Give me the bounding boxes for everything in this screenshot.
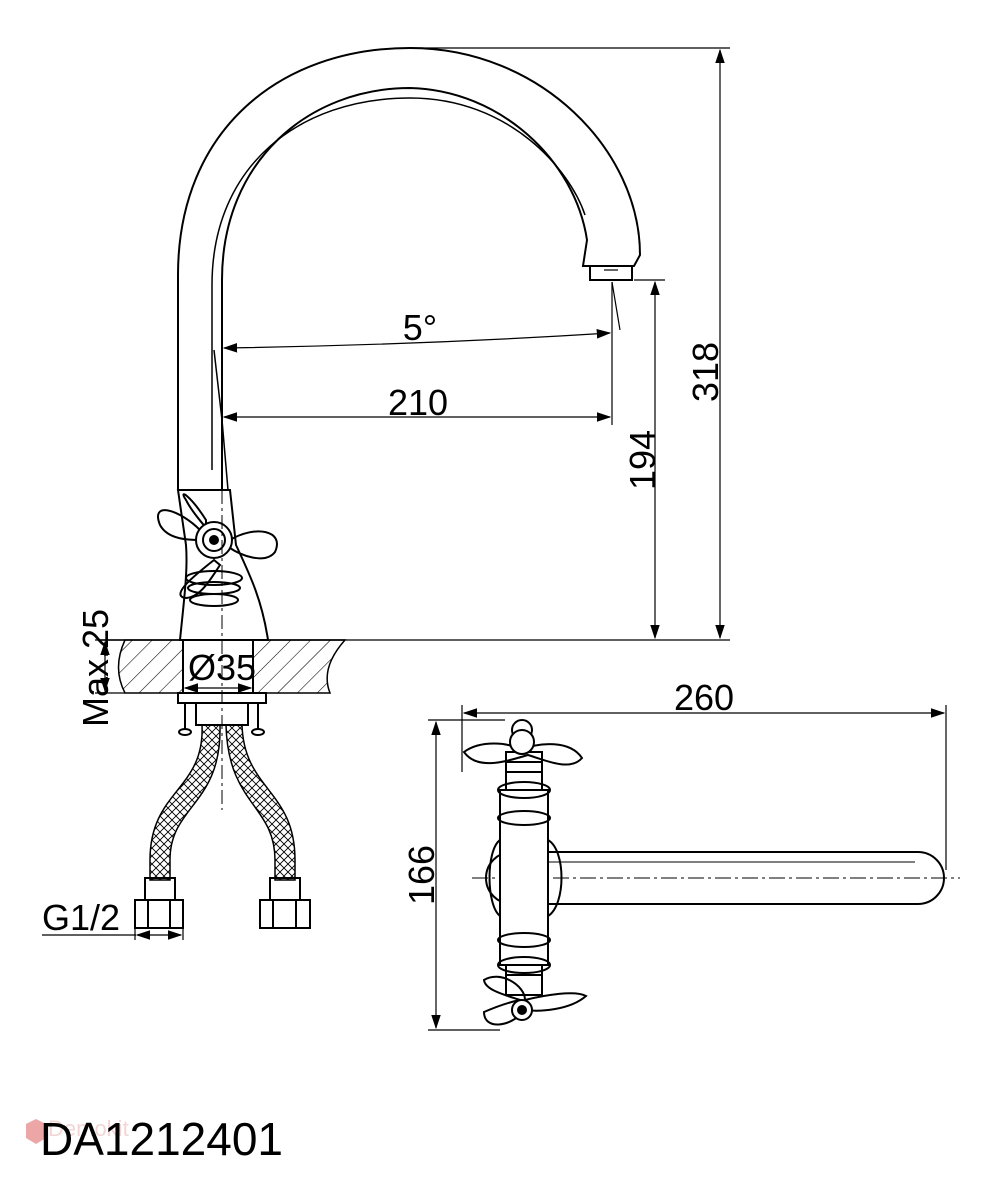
faucet-body: [176, 489, 270, 641]
watermark-logo-icon: [26, 1119, 46, 1144]
model-code: DA1212401: [40, 1113, 283, 1165]
watermark: Demokit: [48, 1116, 129, 1141]
max-thickness-label: Max.25: [75, 609, 116, 727]
spout-height-label: 194: [622, 430, 663, 490]
side-view-dimensions: [42, 47, 730, 940]
hole-diameter-label: Ø35: [188, 647, 256, 688]
angle-label: 5°: [403, 307, 437, 348]
width-label: 166: [401, 845, 442, 905]
top-view-dimensions: [428, 705, 947, 1031]
spout: [177, 46, 642, 491]
cross-handle: [157, 493, 278, 600]
dim-line-angle: [222, 329, 612, 353]
aerator: [589, 265, 633, 281]
reach-label: 210: [388, 382, 448, 423]
flexible-hoses: [134, 724, 311, 929]
total-height-label: 318: [685, 342, 726, 402]
top-view: [462, 719, 960, 1026]
length-label: 260: [674, 677, 734, 718]
mounting-assembly: [177, 692, 267, 736]
side-view: [100, 46, 642, 929]
thread-label: G1/2: [42, 897, 120, 938]
